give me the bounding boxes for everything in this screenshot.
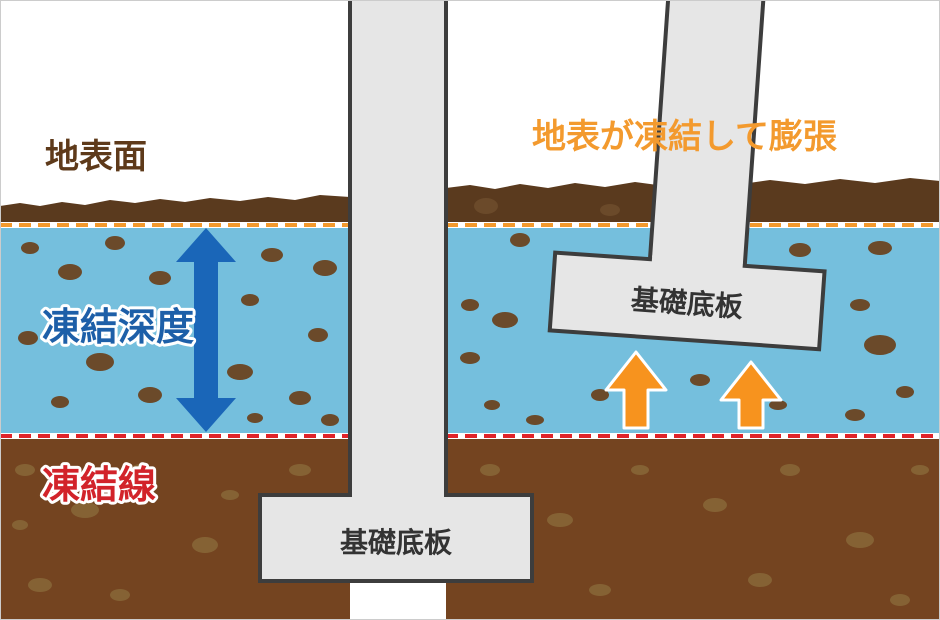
center-foundation: 基礎底板 — [258, 0, 534, 583]
frozen-stones-left — [18, 236, 339, 426]
deep-stones-right — [480, 464, 929, 606]
frost-depth-arrow — [176, 228, 236, 432]
heaved-joint-cover — [651, 255, 744, 270]
heaved-foundation: 基礎底板 — [547, 0, 827, 352]
foundation-joint-cover — [352, 490, 444, 500]
surface-label: 地表面 — [45, 137, 147, 177]
heave-arrow-2 — [719, 360, 783, 430]
foundation-footing — [258, 493, 534, 583]
footing-label-left: 基礎底板 — [340, 526, 452, 559]
right-panel: 基礎底板 地表が凍結して膨張 — [446, 0, 940, 620]
deep-stones-left — [12, 464, 311, 601]
heave-arrows — [604, 350, 783, 430]
heave-arrow-1 — [604, 350, 668, 430]
footing-label-right: 基礎底板 — [630, 283, 744, 324]
heave-caption: 地表が凍結して膨張 — [532, 117, 837, 157]
frost-line-label: 凍結線 — [42, 463, 156, 507]
foundation-column — [348, 0, 448, 502]
frost-depth-label: 凍結深度 — [42, 305, 194, 349]
frozen-stones-right — [460, 198, 914, 425]
topsoil-left — [0, 195, 350, 225]
